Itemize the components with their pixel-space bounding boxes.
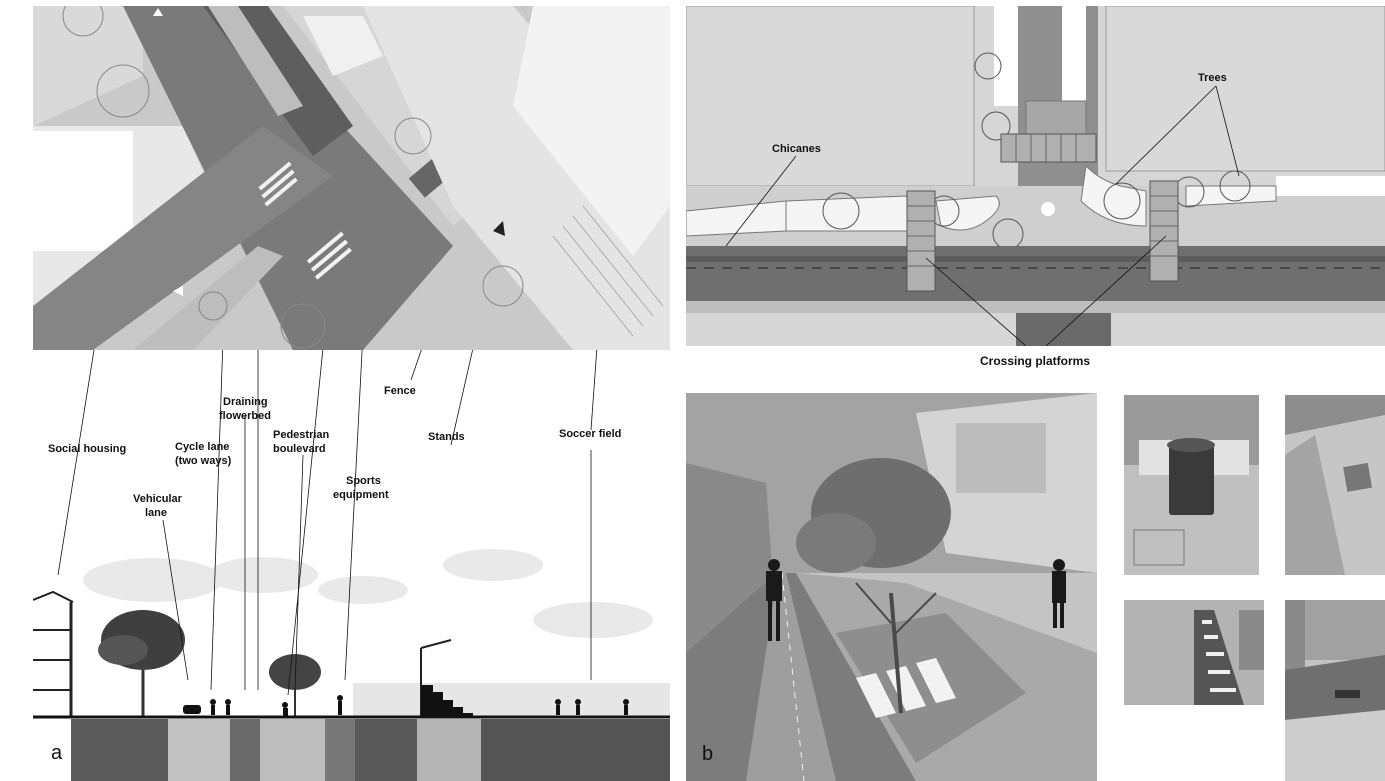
fence-marker [493, 221, 505, 236]
chicane-flowerbeds [686, 164, 1277, 237]
block-north-east [1105, 6, 1385, 172]
photo-sidewalk-drawing [1285, 395, 1385, 575]
label-sports-equipment-line2: equipment [333, 489, 389, 501]
social-housing-roof [33, 131, 133, 251]
flowerbed-plan [208, 6, 303, 116]
label-sports-equipment-line1: Sports [346, 475, 381, 487]
label-cycle-lane-line2: (two ways) [175, 455, 232, 467]
label-fence: Fence [384, 385, 416, 397]
label-trees: Trees [1198, 72, 1227, 84]
cross-road [33, 126, 333, 350]
crossing-platform-north [1000, 133, 1097, 163]
label-soccer-field: Soccer field [559, 428, 621, 440]
tree-canopies [62, 6, 524, 349]
label-pedestrian-boulevard-line1: Pedestrian [273, 429, 330, 441]
photo-bin-drawing [1124, 395, 1259, 575]
section-figures [183, 695, 629, 717]
photo-sidewalk [1285, 395, 1385, 575]
street-rendering-drawing [686, 393, 1097, 781]
stands-steps [552, 205, 664, 337]
flowerbed-plan [133, 246, 283, 350]
cycle-lane-band [686, 256, 1385, 262]
label-stands: Stands [428, 431, 465, 443]
label-social-housing: Social housing [48, 443, 126, 455]
parking-strip [1062, 6, 1086, 106]
panel-letter-b: b [702, 743, 714, 765]
crossing-platform-east [1149, 180, 1179, 282]
building-shading-louvres [956, 423, 1046, 493]
photo-street-view [1285, 600, 1385, 781]
panel-b-plan: Chicanes Trees [686, 6, 1385, 346]
label-vehicular-lane-line1: Vehicular [133, 493, 183, 505]
litter-bin [1169, 445, 1214, 515]
label-draining-flowerbed-line1: Draining [223, 396, 268, 408]
stands-section [420, 639, 473, 717]
panel-a-section: Social housing Vehicular lane Cycle lane… [33, 350, 670, 781]
parking-strip-east [1276, 176, 1385, 196]
main-road [686, 246, 1385, 301]
street-rendering: b [686, 393, 1097, 781]
cycle-lane-perspective [746, 573, 836, 781]
label-cycle-lane-line1: Cycle lane [175, 441, 229, 453]
sky-clouds [83, 549, 653, 638]
photo-speed-bump-drawing [1124, 600, 1264, 705]
label-pedestrian-boulevard-line2: boulevard [273, 443, 326, 455]
crossing-platform-west [906, 190, 936, 292]
photo-speed-bump [1124, 600, 1264, 705]
crossing-stripes-render [856, 658, 956, 718]
street-section-drawing: Social housing Vehicular lane Cycle lane… [33, 350, 670, 781]
label-vehicular-lane-line2: lane [145, 507, 167, 519]
speed-bump-platform [1194, 610, 1244, 705]
bollard [1041, 202, 1055, 216]
soil-strata [33, 719, 670, 781]
render-tree [796, 458, 951, 714]
photo-bin [1124, 395, 1259, 575]
render-figures [766, 559, 1066, 641]
zebra-crossing [258, 161, 352, 280]
label-crossing-platforms: Crossing platforms [980, 354, 1091, 368]
social-housing-section [33, 590, 74, 717]
field-backdrop [353, 683, 670, 717]
panel-letter-a: a [51, 742, 63, 764]
label-draining-flowerbed-line2: flowerbed [219, 410, 271, 422]
panel-a-plan [33, 6, 670, 350]
south-sidewalk [686, 301, 1385, 313]
street-plan-drawing: Chicanes Trees [686, 6, 1385, 346]
section-tree-small [269, 654, 321, 717]
section-tree [98, 610, 185, 717]
soccer-field-plan [513, 6, 670, 256]
photo-street-view-drawing [1285, 600, 1385, 781]
parking-strip [994, 6, 1018, 106]
block-north-west [686, 6, 975, 187]
sports-equipment-pad [303, 16, 383, 76]
plan-leader-lines [725, 85, 1240, 346]
aerial-plan-drawing [33, 6, 670, 350]
leader-lines [57, 350, 598, 696]
lane-arrows [153, 8, 183, 296]
label-chicanes: Chicanes [772, 143, 821, 155]
building-block [33, 6, 143, 126]
